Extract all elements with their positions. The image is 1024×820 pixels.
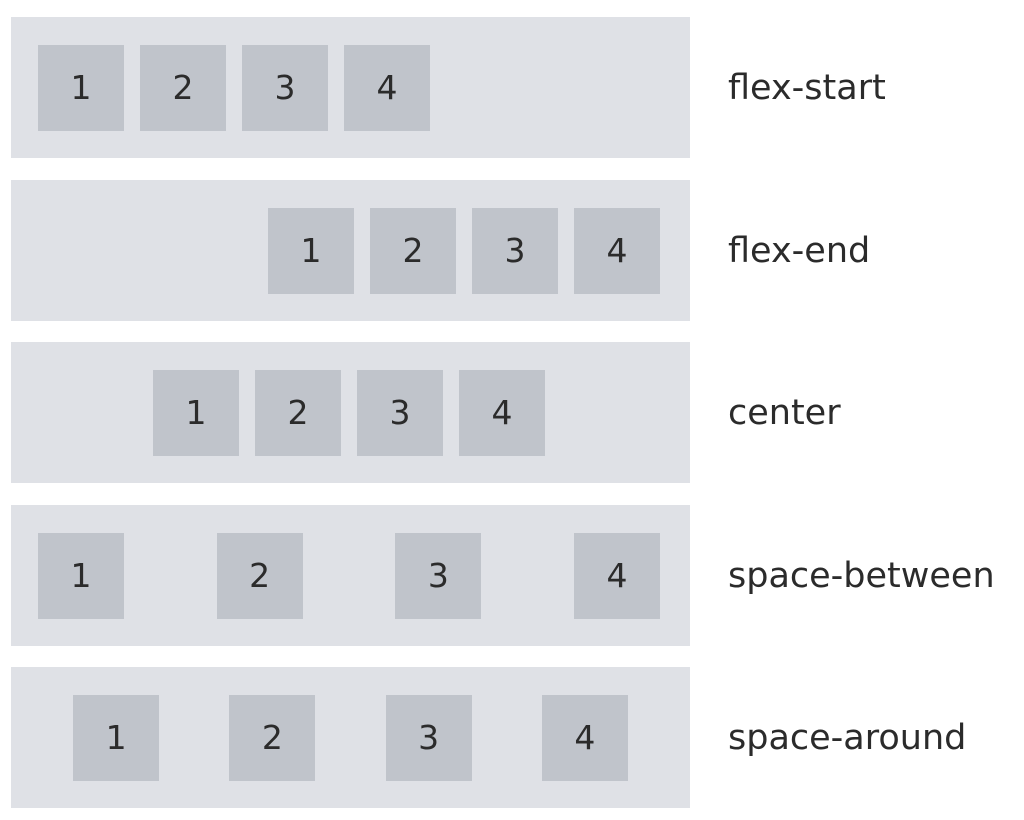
flex-item: 4: [459, 369, 545, 456]
row-flex-end: 1 2 3 4 flex-end: [0, 180, 1024, 321]
flex-item: 4: [541, 694, 628, 781]
flex-item: 2: [255, 369, 341, 456]
flex-container: 1 2 3 4: [11, 17, 690, 158]
row-label: space-around: [728, 717, 967, 758]
flex-container: 1 2 3 4: [11, 667, 690, 808]
flex-item: 3: [472, 207, 558, 294]
flex-item: 1: [153, 369, 239, 456]
items-group: 1 2 3 4: [268, 207, 660, 294]
row-flex-start: 1 2 3 4 flex-start: [0, 17, 1024, 158]
flex-container: 1 2 3 4: [11, 180, 690, 321]
flex-item: 3: [357, 369, 443, 456]
flex-item: 2: [370, 207, 456, 294]
items-group: 1 2 3 4: [153, 369, 545, 456]
flex-item: 2: [216, 532, 303, 619]
row-label: center: [728, 392, 841, 433]
flex-item: 4: [574, 207, 660, 294]
flex-item: 3: [385, 694, 472, 781]
flex-item: 1: [73, 694, 160, 781]
flex-item: 1: [38, 44, 124, 131]
flex-item: 4: [573, 532, 660, 619]
row-space-between: 1 2 3 4 space-between: [0, 505, 1024, 646]
row-label: flex-end: [728, 230, 871, 271]
items-group: 1 2 3 4: [38, 44, 430, 131]
flex-container: 1 2 3 4: [11, 505, 690, 646]
flex-container: 1 2 3 4: [11, 342, 690, 483]
flex-item: 1: [268, 207, 354, 294]
flex-item: 2: [229, 694, 316, 781]
flex-item: 1: [38, 532, 124, 619]
row-center: 1 2 3 4 center: [0, 342, 1024, 483]
row-space-around: 1 2 3 4 space-around: [0, 667, 1024, 808]
flex-item: 2: [140, 44, 226, 131]
flex-item: 4: [344, 44, 430, 131]
flex-item: 3: [395, 532, 482, 619]
row-label: space-between: [728, 555, 995, 596]
flex-item: 3: [242, 44, 328, 131]
row-label: flex-start: [728, 67, 886, 108]
